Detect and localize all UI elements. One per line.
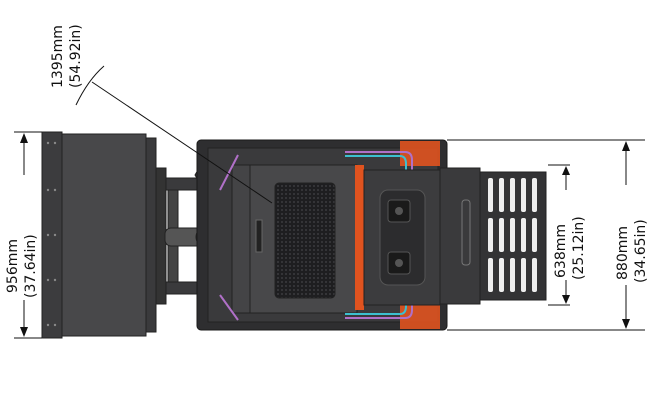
diagonal-mm-label: 1395mm (50, 25, 66, 88)
track-width-mm-label: 880mm (615, 226, 631, 280)
diagonal-dimension (75, 65, 273, 204)
control-panel (363, 169, 441, 306)
diagonal-in-label: (54.92in) (68, 24, 84, 88)
bucket-width-dimension (14, 131, 42, 339)
platform-width-in-label: (25.12in) (571, 216, 587, 280)
bucket (41, 131, 157, 339)
bucket-width-mm-label: 956mm (5, 239, 21, 293)
operator-platform (439, 167, 547, 305)
bucket-width-in-label: (37.64in) (23, 234, 39, 298)
platform-width-mm-label: 638mm (553, 224, 569, 278)
track-width-dimension (447, 139, 645, 331)
platform-width-dimension (548, 164, 570, 306)
track-width-in-label: (34.65in) (633, 219, 649, 283)
